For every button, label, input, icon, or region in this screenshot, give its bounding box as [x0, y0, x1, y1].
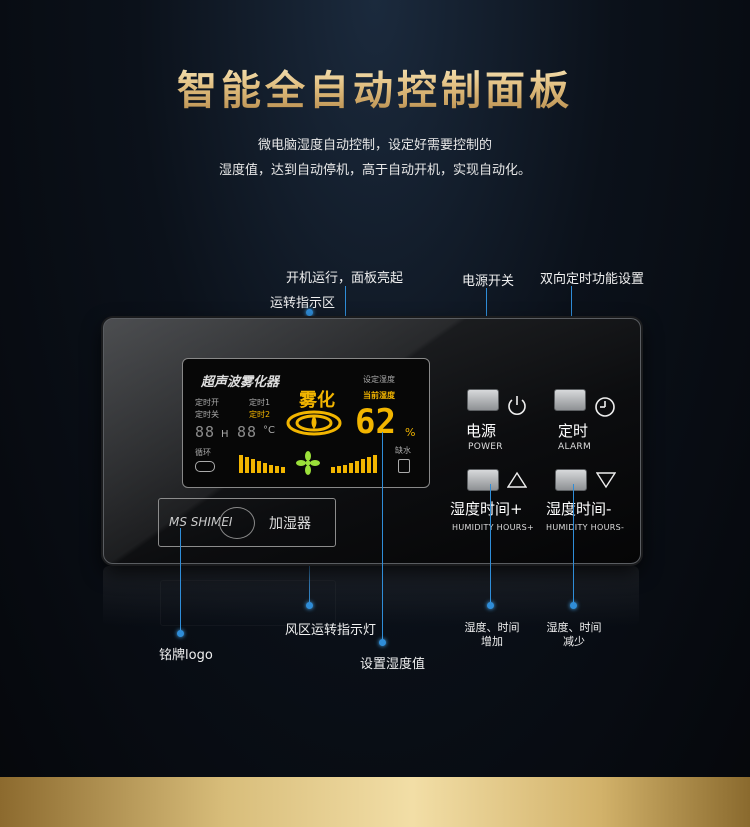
lcd-timer2: 定时2	[249, 410, 271, 419]
humidity-down-sublabel: HUMIDITY HOURS-	[546, 523, 625, 532]
nameplate-logo: MS SHIMEI 加湿器	[158, 498, 336, 547]
lcd-title: 超声波雾化器	[201, 375, 280, 390]
humidity-up-button[interactable]	[467, 469, 499, 491]
logo-product: 加湿器	[269, 516, 311, 532]
level-bar	[367, 457, 371, 473]
lcd-current-humidity: 当前湿度	[363, 391, 395, 400]
lcd-timer-off: 定时关	[195, 410, 219, 419]
power-label: 电源	[466, 422, 497, 440]
callout-down-line2: 减少	[563, 635, 585, 648]
lcd-unit-h: H	[221, 429, 229, 440]
callout-down-line1: 湿度、时间	[546, 621, 602, 634]
humidity-up-sublabel: HUMIDITY HOURS+	[452, 523, 534, 532]
callout-run-zone: 运转指示区	[270, 296, 336, 311]
level-bar	[349, 463, 353, 473]
level-bar	[343, 465, 347, 473]
level-bar	[361, 459, 365, 473]
lcd-seg-hours: 88	[195, 423, 216, 441]
callout-nameplate-logo: 铭牌logo	[159, 648, 213, 663]
level-bar	[275, 466, 279, 473]
level-bar	[257, 461, 261, 473]
callout-dot	[177, 630, 184, 637]
callout-line	[573, 484, 574, 604]
power-icon	[506, 394, 528, 420]
callout-set-humidity: 设置湿度值	[360, 657, 426, 672]
humidity-down-label: 湿度时间-	[546, 500, 612, 518]
lcd-water-shortage: 缺水	[395, 446, 411, 455]
humidity-up-label: 湿度时间+	[450, 500, 523, 518]
control-panel: 超声波雾化器 定时开 定时关 定时1 定时2 88 H 88 °C 循环 雾化 …	[103, 318, 641, 564]
lcd-unit-c: °C	[263, 425, 275, 436]
lcd-display: 超声波雾化器 定时开 定时关 定时1 定时2 88 H 88 °C 循环 雾化 …	[182, 358, 430, 488]
level-bar	[281, 467, 285, 473]
callout-up-line1: 湿度、时间	[464, 621, 520, 634]
level-bar	[373, 455, 377, 473]
humidity-down-button[interactable]	[555, 469, 587, 491]
power-sublabel: POWER	[468, 442, 503, 452]
callout-display-on: 开机运行，面板亮起	[286, 271, 404, 286]
callout-dot	[306, 602, 313, 609]
subtitle-line-1: 微电脑湿度自动控制，设定好需要控制的	[257, 138, 492, 153]
level-bar	[245, 457, 249, 473]
callout-up-line2: 增加	[481, 635, 503, 648]
level-bar	[337, 466, 341, 473]
callout-humidity-time-up: 湿度、时间 增加	[462, 621, 522, 649]
callout-line	[490, 484, 491, 604]
level-bar	[251, 459, 255, 473]
lcd-mist: 雾化	[299, 390, 335, 411]
level-bar	[331, 467, 335, 473]
cycle-icon	[195, 461, 215, 472]
callout-power-switch: 电源开关	[462, 274, 515, 289]
level-bar	[263, 463, 267, 473]
timer-button[interactable]	[554, 389, 586, 411]
logo-brand: MS SHIMEI	[169, 515, 233, 529]
lcd-cycle: 循环	[195, 448, 211, 457]
fan-icon	[296, 451, 320, 479]
lcd-humidity-value: 62	[355, 402, 396, 442]
level-bar	[239, 455, 243, 473]
callout-dot	[306, 309, 313, 316]
callout-line	[180, 528, 181, 632]
subtitle-line-2: 湿度值，达到自动停机，高于自动开机，实现自动化。	[218, 163, 531, 178]
power-button[interactable]	[467, 389, 499, 411]
clock-icon	[594, 396, 616, 422]
panel-reflection	[103, 566, 639, 626]
lcd-timer-on: 定时开	[195, 398, 219, 407]
callout-timer-setting: 双向定时功能设置	[540, 272, 645, 287]
callout-dot	[487, 602, 494, 609]
callout-line	[382, 432, 383, 642]
lcd-seg-temp: 88	[237, 423, 258, 441]
callout-dot	[570, 602, 577, 609]
triangle-up-icon	[506, 471, 528, 493]
callout-humidity-time-down: 湿度、时间 减少	[544, 621, 604, 649]
timer-sublabel: ALARM	[558, 442, 592, 452]
gold-footer-bar	[0, 777, 750, 827]
lcd-set-humidity: 设定湿度	[363, 375, 395, 384]
triangle-down-icon	[595, 471, 617, 493]
timer-label: 定时	[558, 422, 589, 440]
level-bar	[269, 465, 273, 473]
logo-swoosh	[219, 507, 255, 539]
callout-fan-indicator: 风区运转指示灯	[285, 623, 377, 638]
mist-icon	[285, 409, 343, 441]
water-tank-icon	[398, 459, 410, 473]
lcd-percent: %	[405, 426, 416, 439]
callout-dot	[379, 639, 386, 646]
lcd-timer1: 定时1	[249, 398, 271, 407]
level-bar	[355, 461, 359, 473]
page-title: 智能全自动控制面板	[0, 58, 750, 116]
reflection-logo	[160, 580, 336, 626]
